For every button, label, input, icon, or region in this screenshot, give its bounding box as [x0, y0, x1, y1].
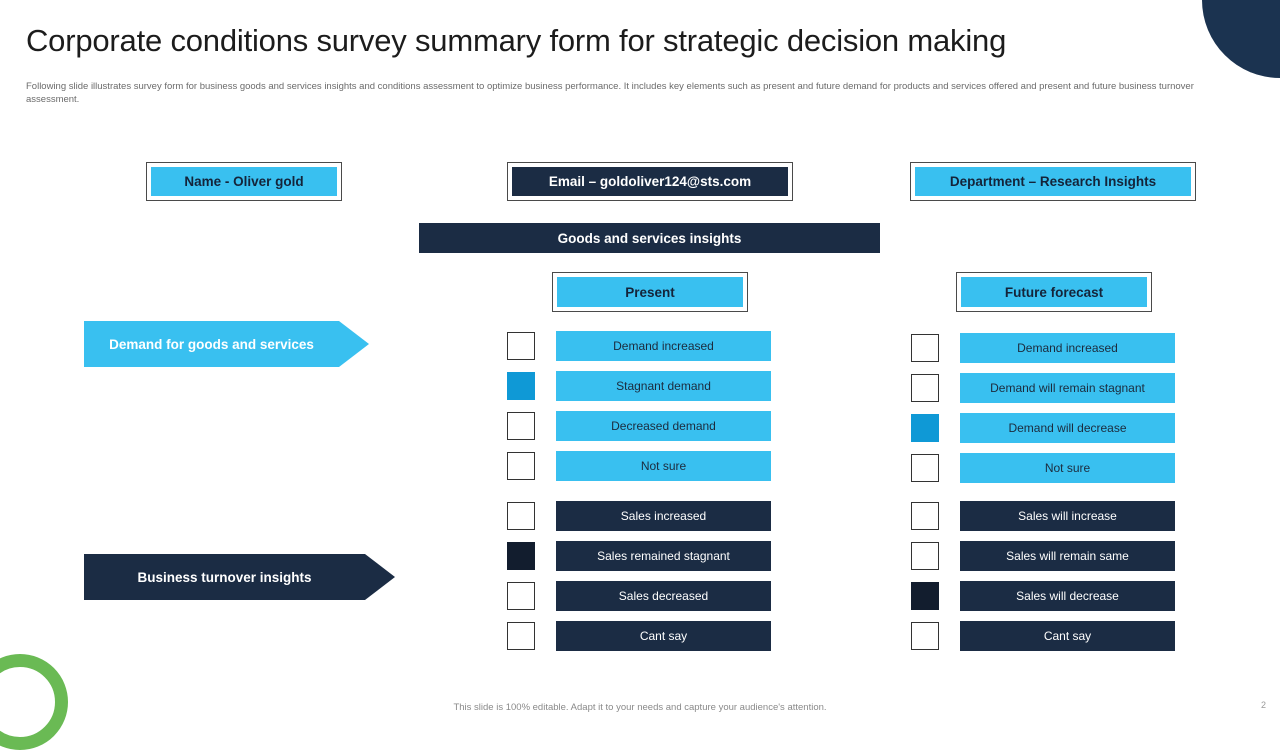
- option-row[interactable]: Not sure: [911, 453, 1175, 483]
- option-row[interactable]: Demand increased: [911, 333, 1175, 363]
- email-field[interactable]: Email – goldoliver124@sts.com: [507, 162, 793, 201]
- option-label[interactable]: Sales remained stagnant: [556, 541, 771, 571]
- arrow-business-turnover: Business turnover insights: [84, 554, 395, 600]
- option-label[interactable]: Demand will decrease: [960, 413, 1175, 443]
- checkbox-checked[interactable]: [911, 414, 939, 442]
- option-row[interactable]: Sales will remain same: [911, 541, 1175, 571]
- option-row[interactable]: Sales remained stagnant: [507, 541, 771, 571]
- checkbox-unchecked[interactable]: [911, 622, 939, 650]
- section-banner: Goods and services insights: [419, 223, 880, 253]
- option-row[interactable]: Sales will decrease: [911, 581, 1175, 611]
- option-label[interactable]: Sales increased: [556, 501, 771, 531]
- department-field[interactable]: Department – Research Insights: [910, 162, 1196, 201]
- column-header-present-label: Present: [557, 277, 743, 307]
- checkbox-unchecked[interactable]: [911, 334, 939, 362]
- option-label[interactable]: Sales will increase: [960, 501, 1175, 531]
- page-number: 2: [1260, 700, 1266, 710]
- option-label[interactable]: Stagnant demand: [556, 371, 771, 401]
- name-field[interactable]: Name - Oliver gold: [146, 162, 342, 201]
- arrow-turnover-label: Business turnover insights: [84, 554, 365, 600]
- footer-note: This slide is 100% editable. Adapt it to…: [453, 702, 827, 713]
- checkbox-unchecked[interactable]: [507, 622, 535, 650]
- option-label[interactable]: Cant say: [960, 621, 1175, 651]
- checkbox-unchecked[interactable]: [911, 454, 939, 482]
- option-label[interactable]: Demand will remain stagnant: [960, 373, 1175, 403]
- checkbox-checked[interactable]: [507, 542, 535, 570]
- checkbox-unchecked[interactable]: [507, 412, 535, 440]
- department-field-value: Department – Research Insights: [915, 167, 1191, 196]
- option-label[interactable]: Decreased demand: [556, 411, 771, 441]
- option-row[interactable]: Not sure: [507, 451, 771, 481]
- option-label[interactable]: Cant say: [556, 621, 771, 651]
- arrow-head-icon: [339, 321, 369, 367]
- column-header-future: Future forecast: [956, 272, 1152, 312]
- option-label[interactable]: Sales will remain same: [960, 541, 1175, 571]
- option-row[interactable]: Stagnant demand: [507, 371, 771, 401]
- arrow-demand-for-goods: Demand for goods and services: [84, 321, 369, 367]
- option-row[interactable]: Demand increased: [507, 331, 771, 361]
- option-label[interactable]: Demand increased: [556, 331, 771, 361]
- page-subtitle: Following slide illustrates survey form …: [26, 81, 1194, 105]
- arrow-demand-label: Demand for goods and services: [84, 321, 339, 367]
- checkbox-unchecked[interactable]: [507, 452, 535, 480]
- corner-wedge-shape: [1202, 0, 1280, 78]
- checkbox-unchecked[interactable]: [911, 374, 939, 402]
- option-label[interactable]: Demand increased: [960, 333, 1175, 363]
- checkbox-unchecked[interactable]: [507, 502, 535, 530]
- column-header-present: Present: [552, 272, 748, 312]
- option-label[interactable]: Sales will decrease: [960, 581, 1175, 611]
- arrow-head-icon: [365, 554, 395, 600]
- checkbox-checked[interactable]: [911, 582, 939, 610]
- option-row[interactable]: Demand will remain stagnant: [911, 373, 1175, 403]
- option-label[interactable]: Sales decreased: [556, 581, 771, 611]
- option-label[interactable]: Not sure: [556, 451, 771, 481]
- name-field-value: Name - Oliver gold: [151, 167, 337, 196]
- option-row[interactable]: Sales decreased: [507, 581, 771, 611]
- option-row[interactable]: Cant say: [507, 621, 771, 651]
- column-header-future-label: Future forecast: [961, 277, 1147, 307]
- checkbox-checked[interactable]: [507, 372, 535, 400]
- checkbox-unchecked[interactable]: [507, 582, 535, 610]
- corner-wedge-decoration: [1202, 0, 1280, 78]
- email-field-value: Email – goldoliver124@sts.com: [512, 167, 788, 196]
- checkbox-unchecked[interactable]: [507, 332, 535, 360]
- page-title: Corporate conditions survey summary form…: [26, 23, 1007, 58]
- checkbox-unchecked[interactable]: [911, 502, 939, 530]
- option-row[interactable]: Sales will increase: [911, 501, 1175, 531]
- option-label[interactable]: Not sure: [960, 453, 1175, 483]
- option-row[interactable]: Demand will decrease: [911, 413, 1175, 443]
- checkbox-unchecked[interactable]: [911, 542, 939, 570]
- option-row[interactable]: Cant say: [911, 621, 1175, 651]
- option-row[interactable]: Sales increased: [507, 501, 771, 531]
- option-row[interactable]: Decreased demand: [507, 411, 771, 441]
